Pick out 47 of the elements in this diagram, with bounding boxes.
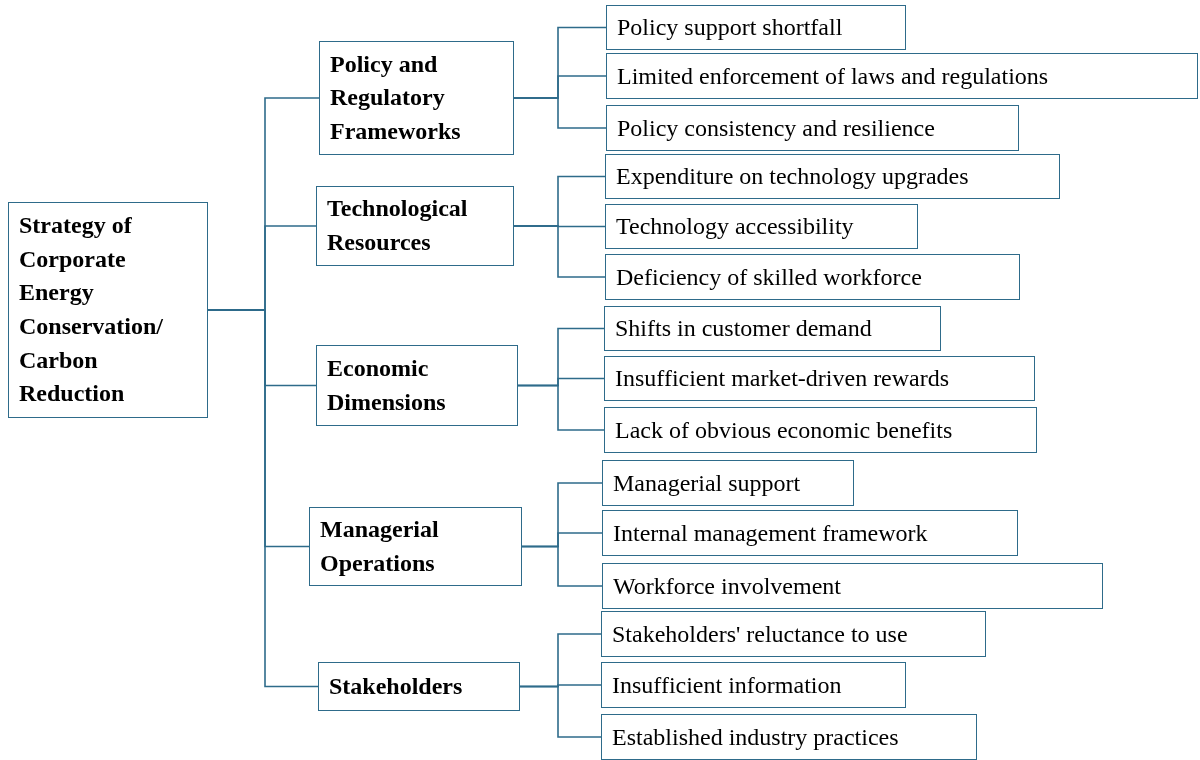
category-label: Economic Dimensions — [326, 353, 447, 417]
factor-box — [606, 5, 906, 50]
factor-label: Established industry practices — [611, 723, 900, 751]
factor-label: Policy support shortfall — [616, 14, 844, 41]
category-label: Stakeholders — [328, 671, 464, 701]
factor-box — [605, 154, 1060, 199]
factor-box — [606, 53, 1198, 99]
factor-box — [602, 563, 1103, 609]
category-box — [316, 345, 518, 426]
connector-line — [513, 225, 606, 278]
category-box — [8, 202, 208, 418]
connector-line — [521, 545, 603, 587]
factor-box — [601, 662, 906, 708]
category-label: Policy and Regulatory Frameworks — [329, 49, 462, 146]
category-label: Managerial Operations — [319, 514, 440, 578]
category-box — [319, 41, 514, 155]
factor-box — [604, 356, 1035, 401]
factor-box — [605, 254, 1020, 300]
factor-box — [601, 714, 977, 760]
category-label: Strategy of Corporate Energy Conservation/ Carbon Reduction — [18, 211, 164, 409]
connector-line — [519, 685, 602, 738]
factor-label: Managerial support — [612, 469, 802, 497]
factor-label: Deficiency of skilled workforce — [615, 263, 923, 291]
category-box — [316, 186, 514, 266]
connector-line — [513, 97, 607, 129]
factor-box — [602, 510, 1018, 556]
factor-label: Insufficient information — [611, 671, 843, 699]
category-box — [318, 662, 520, 711]
factor-box — [605, 204, 918, 249]
factor-label: Lack of obvious economic benefits — [614, 416, 954, 444]
category-box — [309, 507, 522, 586]
category-label: Technological Resources — [326, 194, 469, 257]
factor-box — [602, 460, 854, 506]
factor-label: Policy consistency and resilience — [616, 114, 936, 142]
factor-label: Expenditure on technology upgrades — [615, 163, 970, 190]
factor-label: Technology accessibility — [615, 213, 855, 240]
factor-box — [604, 407, 1037, 453]
connector-line — [517, 384, 605, 431]
factor-label: Internal management framework — [612, 519, 929, 547]
factor-box — [601, 611, 986, 657]
factor-label: Stakeholders' reluctance to use — [611, 620, 909, 648]
factor-label: Insufficient market-driven rewards — [614, 365, 951, 392]
factor-label: Limited enforcement of laws and regulations — [616, 62, 1050, 90]
factor-label: Workforce involvement — [612, 572, 842, 600]
factor-box — [604, 306, 941, 351]
factor-box — [606, 105, 1019, 151]
factor-label: Shifts in customer demand — [614, 315, 873, 342]
